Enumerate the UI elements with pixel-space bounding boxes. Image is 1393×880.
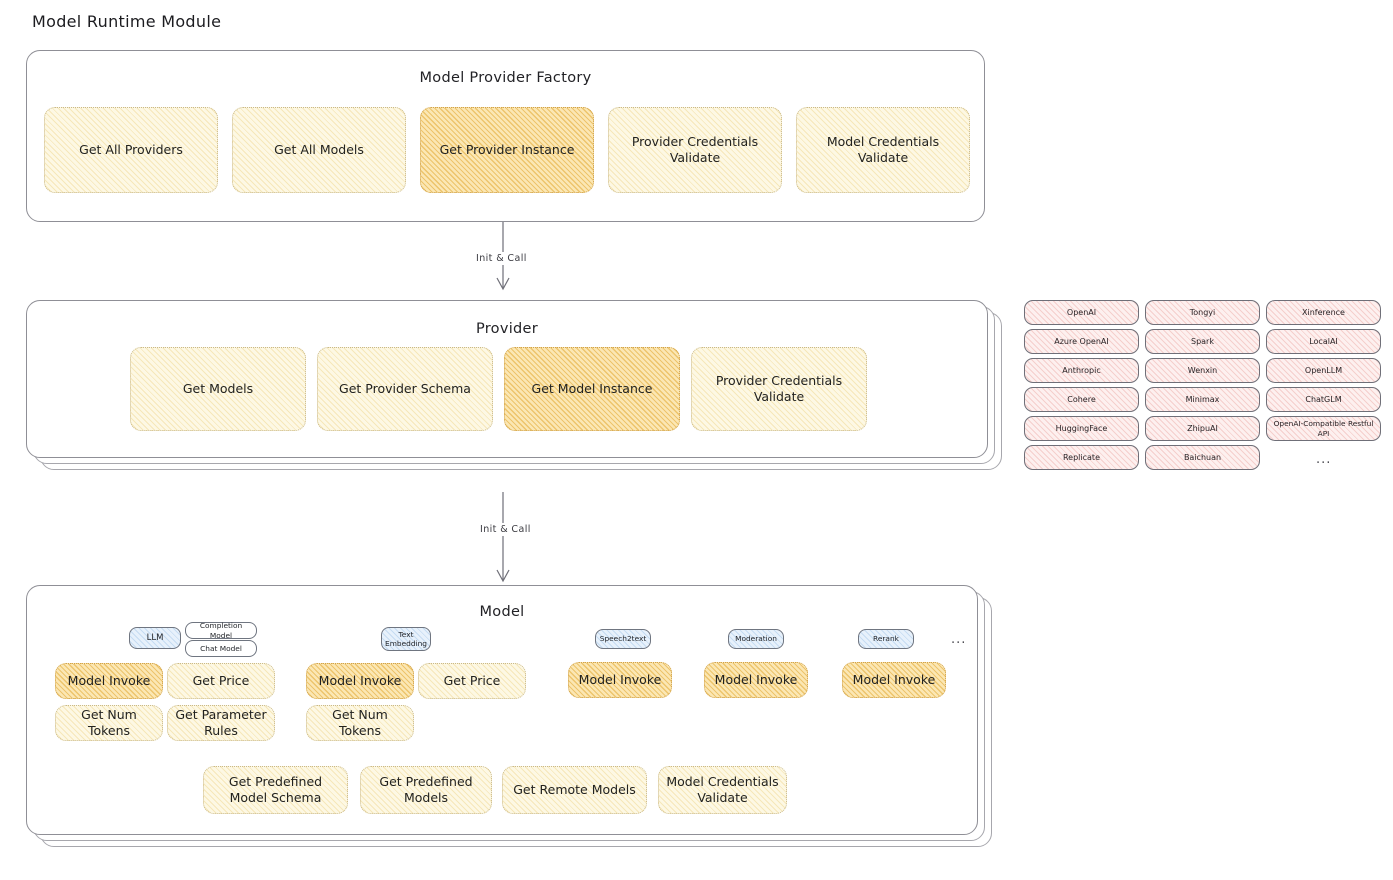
- llm-node-get-parameter-rules[interactable]: Get Parameter Rules: [167, 705, 275, 741]
- llm-node-get-price[interactable]: Get Price: [167, 663, 275, 699]
- model-node-model-credentials-validate[interactable]: Model Credentials Validate: [658, 766, 787, 814]
- model-provider-factory-title: Model Provider Factory: [419, 70, 592, 86]
- factory-node-provider-credentials-validate[interactable]: Provider Credentials Validate: [608, 107, 782, 193]
- provider-chip-baichuan[interactable]: Baichuan: [1145, 445, 1260, 470]
- provider-chip-xinference[interactable]: Xinference: [1266, 300, 1381, 325]
- provider-node-get-provider-schema[interactable]: Get Provider Schema: [317, 347, 493, 431]
- text-embedding-node-model-invoke[interactable]: Model Invoke: [306, 663, 414, 699]
- text-embedding-node-get-price[interactable]: Get Price: [418, 663, 526, 699]
- provider-chip-azure-openai[interactable]: Azure OpenAI: [1024, 329, 1139, 354]
- model-type-tag-llm[interactable]: LLM: [129, 627, 181, 649]
- connector-2-label: Init & Call: [476, 523, 535, 536]
- factory-node-get-provider-instance[interactable]: Get Provider Instance: [420, 107, 594, 193]
- model-type-tag-speech2text[interactable]: Speech2text: [595, 629, 651, 649]
- model-node-get-predefined-models[interactable]: Get Predefined Models: [360, 766, 492, 814]
- provider-chip-huggingface[interactable]: HuggingFace: [1024, 416, 1139, 441]
- model-type-tag-rerank[interactable]: Rerank: [858, 629, 914, 649]
- connector-1-label: Init & Call: [472, 252, 531, 265]
- provider-node-get-models[interactable]: Get Models: [130, 347, 306, 431]
- factory-node-model-credentials-validate[interactable]: Model Credentials Validate: [796, 107, 970, 193]
- model-subtag-completion-model[interactable]: Completion Model: [185, 621, 257, 640]
- model-types-ellipsis: ...: [951, 632, 967, 647]
- provider-chip-spark[interactable]: Spark: [1145, 329, 1260, 354]
- llm-node-get-num-tokens[interactable]: Get Num Tokens: [55, 705, 163, 741]
- provider-list-ellipsis: ...: [1316, 452, 1332, 467]
- provider-chip-minimax[interactable]: Minimax: [1145, 387, 1260, 412]
- provider-chip-replicate[interactable]: Replicate: [1024, 445, 1139, 470]
- text-embedding-node-get-num-tokens[interactable]: Get Num Tokens: [306, 705, 414, 741]
- model-title: Model: [479, 604, 525, 620]
- provider-chip-wenxin[interactable]: Wenxin: [1145, 358, 1260, 383]
- rerank-node-model-invoke[interactable]: Model Invoke: [842, 662, 946, 698]
- provider-chip-anthropic[interactable]: Anthropic: [1024, 358, 1139, 383]
- provider-title: Provider: [475, 321, 539, 337]
- provider-node-get-model-instance[interactable]: Get Model Instance: [504, 347, 680, 431]
- provider-chip-tongyi[interactable]: Tongyi: [1145, 300, 1260, 325]
- provider-chip-cohere[interactable]: Cohere: [1024, 387, 1139, 412]
- llm-node-model-invoke[interactable]: Model Invoke: [55, 663, 163, 699]
- provider-chip-zhipuai[interactable]: ZhipuAI: [1145, 416, 1260, 441]
- moderation-node-model-invoke[interactable]: Model Invoke: [704, 662, 808, 698]
- provider-chip-openai[interactable]: OpenAI: [1024, 300, 1139, 325]
- model-type-tag-moderation[interactable]: Moderation: [728, 629, 784, 649]
- model-type-tag-text-embedding[interactable]: Text Embedding: [381, 627, 431, 651]
- factory-node-get-all-models[interactable]: Get All Models: [232, 107, 406, 193]
- page-title: Model Runtime Module: [32, 12, 222, 31]
- model-node-get-remote-models[interactable]: Get Remote Models: [502, 766, 647, 814]
- model-subtag-chat-model[interactable]: Chat Model: [185, 640, 257, 657]
- speech2text-node-model-invoke[interactable]: Model Invoke: [568, 662, 672, 698]
- provider-chip-openai-compatible-restful-api[interactable]: OpenAI-Compatible Restful API: [1266, 416, 1381, 441]
- model-node-get-predefined-model-schema[interactable]: Get Predefined Model Schema: [203, 766, 348, 814]
- factory-node-get-all-providers[interactable]: Get All Providers: [44, 107, 218, 193]
- provider-node-provider-credentials-validate[interactable]: Provider Credentials Validate: [691, 347, 867, 431]
- provider-chip-chatglm[interactable]: ChatGLM: [1266, 387, 1381, 412]
- provider-chip-openllm[interactable]: OpenLLM: [1266, 358, 1381, 383]
- provider-chip-localai[interactable]: LocalAI: [1266, 329, 1381, 354]
